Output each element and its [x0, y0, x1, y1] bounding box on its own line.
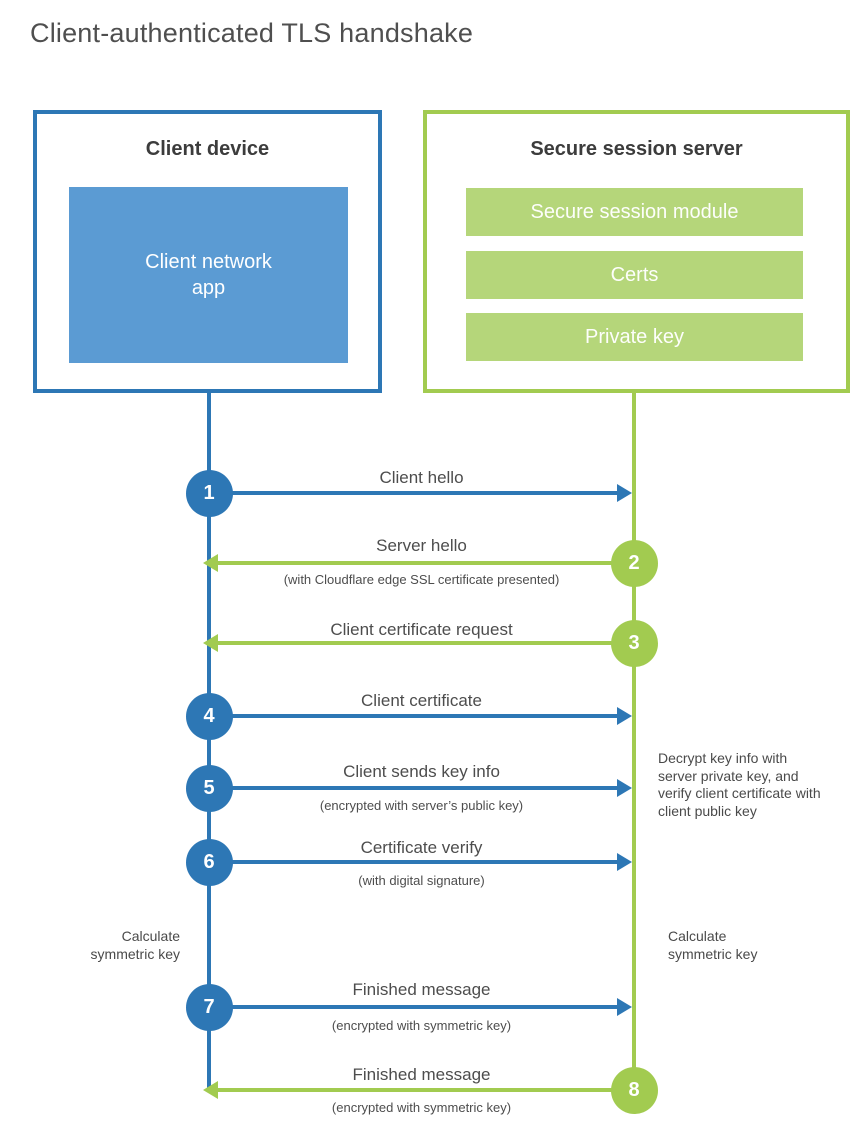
step-label: Client certificate	[361, 691, 482, 710]
calc-symmetric-key-right: Calculate symmetric key	[668, 928, 758, 962]
step-arrow-line	[209, 860, 618, 864]
arrowhead-left-icon	[203, 554, 218, 572]
step-number-badge: 3	[610, 619, 658, 667]
step-number-badge: 2	[610, 539, 658, 587]
arrowhead-right-icon	[617, 998, 632, 1016]
step-number-badge: 1	[185, 469, 233, 517]
arrowhead-right-icon	[617, 779, 632, 797]
step-sublabel: (encrypted with server’s public key)	[319, 798, 524, 813]
step-arrow-line	[218, 641, 634, 645]
calc-symmetric-key-left: Calculate symmetric key	[90, 928, 180, 962]
step-arrow-line	[209, 714, 618, 718]
arrowhead-left-icon	[203, 634, 218, 652]
arrowhead-right-icon	[617, 484, 632, 502]
step-sublabel: (encrypted with symmetric key)	[331, 1018, 512, 1033]
page-title: Client-authenticated TLS handshake	[30, 18, 474, 48]
step-label: Client hello	[379, 468, 464, 487]
step-sublabel: (encrypted with symmetric key)	[331, 1100, 512, 1115]
step-number-badge: 5	[185, 764, 233, 812]
step-label: Client sends key info	[343, 762, 500, 781]
step-number-badge: 8	[610, 1066, 658, 1114]
server-module-bar: Private key	[466, 313, 803, 361]
client-device-box: Client device Client network app	[33, 110, 382, 393]
client-lifeline	[207, 393, 211, 1090]
step-number-badge: 4	[185, 692, 233, 740]
step-label: Certificate verify	[360, 838, 483, 857]
decrypt-note: Decrypt key info with server private key…	[658, 750, 821, 819]
client-device-title: Client device	[145, 138, 270, 160]
step-number-badge: 6	[185, 838, 233, 886]
step-sublabel: (with digital signature)	[358, 873, 485, 888]
secure-session-server-title: Secure session server	[530, 138, 743, 160]
step-label: Client certificate request	[330, 620, 513, 639]
step-arrow-line	[218, 561, 634, 565]
server-lifeline	[632, 393, 636, 1092]
step-arrow-line	[209, 491, 618, 495]
arrowhead-right-icon	[617, 707, 632, 725]
server-module-bar: Secure session module	[466, 188, 803, 236]
step-label: Finished message	[352, 1065, 491, 1084]
step-arrow-line	[209, 786, 618, 790]
step-arrow-line	[218, 1088, 634, 1092]
secure-session-server-box: Secure session server Secure session mod…	[423, 110, 850, 393]
step-number-badge: 7	[185, 983, 233, 1031]
client-network-app-label: Client network app	[145, 251, 272, 299]
arrowhead-left-icon	[203, 1081, 218, 1099]
step-label: Finished message	[352, 980, 491, 999]
step-sublabel: (with Cloudflare edge SSL certificate pr…	[283, 572, 560, 587]
client-network-app-box: Client network app	[69, 187, 348, 363]
step-label: Server hello	[376, 536, 467, 555]
step-arrow-line	[209, 1005, 618, 1009]
server-module-bar: Certs	[466, 251, 803, 299]
arrowhead-right-icon	[617, 853, 632, 871]
